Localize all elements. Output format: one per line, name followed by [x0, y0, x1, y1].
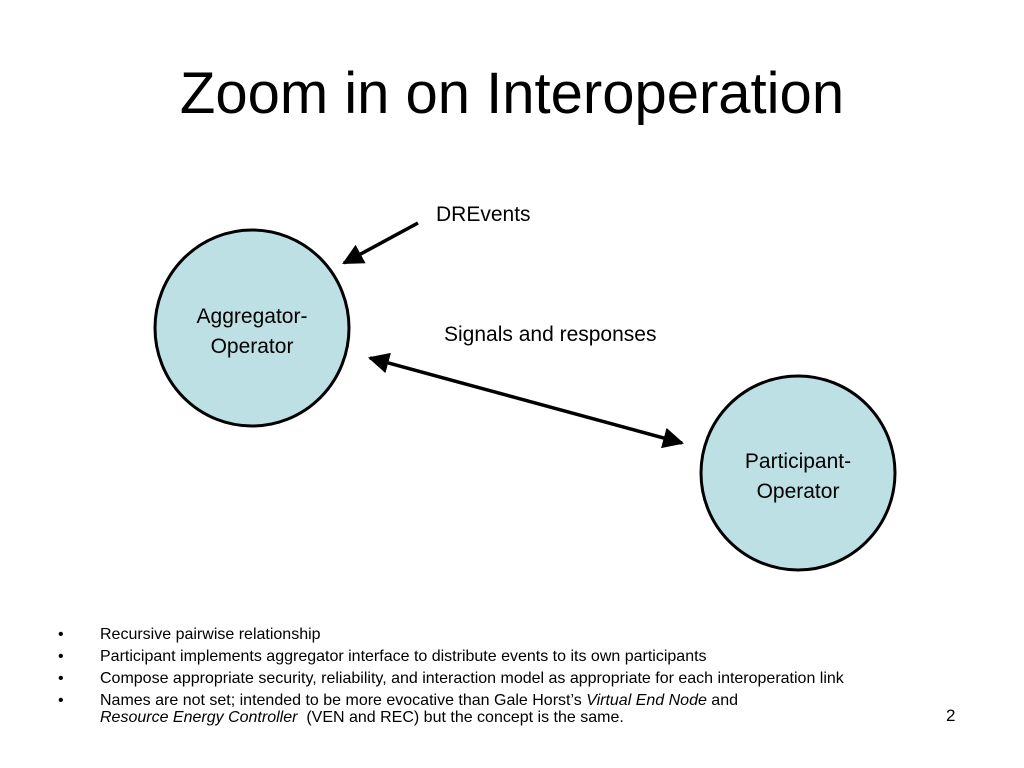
page-number: 2	[946, 706, 956, 725]
participant-node-circle	[699, 374, 897, 572]
bullet-text: Participant implements aggregator interf…	[100, 648, 707, 665]
aggregator-node-circle	[153, 228, 351, 428]
bullet-item: Names are not set; intended to be more e…	[58, 692, 888, 726]
aggregator-operator-node: Aggregator- Operator	[153, 228, 351, 428]
participant-node-label-line2: Operator	[757, 480, 840, 503]
bullet-item: Recursive pairwise relationship	[58, 626, 888, 643]
bullet-text-part: (VEN and REC) but the concept is the sam…	[297, 709, 624, 726]
bullet-item: Compose appropriate security, reliabilit…	[58, 670, 888, 687]
bullet-item: Participant implements aggregator interf…	[58, 648, 888, 665]
aggregator-node-label-line1: Aggregator-	[197, 305, 308, 328]
signals-double-arrow	[367, 352, 685, 449]
drevents-label: DREvents	[436, 203, 531, 226]
aggregator-node-label-line2: Operator	[211, 335, 294, 358]
bullet-list: Recursive pairwise relationship Particip…	[58, 626, 888, 731]
bullet-text-part: and	[706, 692, 738, 709]
bullet-text-part: Names are not set; intended to be more e…	[100, 692, 587, 709]
bullet-text-italic: Resource Energy Controller	[100, 709, 298, 726]
signals-responses-label: Signals and responses	[444, 323, 656, 346]
participant-node-label-line1: Participant-	[745, 450, 851, 473]
interoperation-diagram: Aggregator- Operator Participant- Operat…	[153, 203, 897, 572]
drevents-arrow	[342, 221, 419, 265]
slide-title: Zoom in on Interoperation	[179, 61, 845, 126]
participant-operator-node: Participant- Operator	[699, 374, 897, 572]
bullet-text: Recursive pairwise relationship	[100, 626, 321, 643]
bullet-text: Compose appropriate security, reliabilit…	[100, 670, 844, 687]
bullet-text-italic: Virtual End Node	[586, 692, 707, 709]
